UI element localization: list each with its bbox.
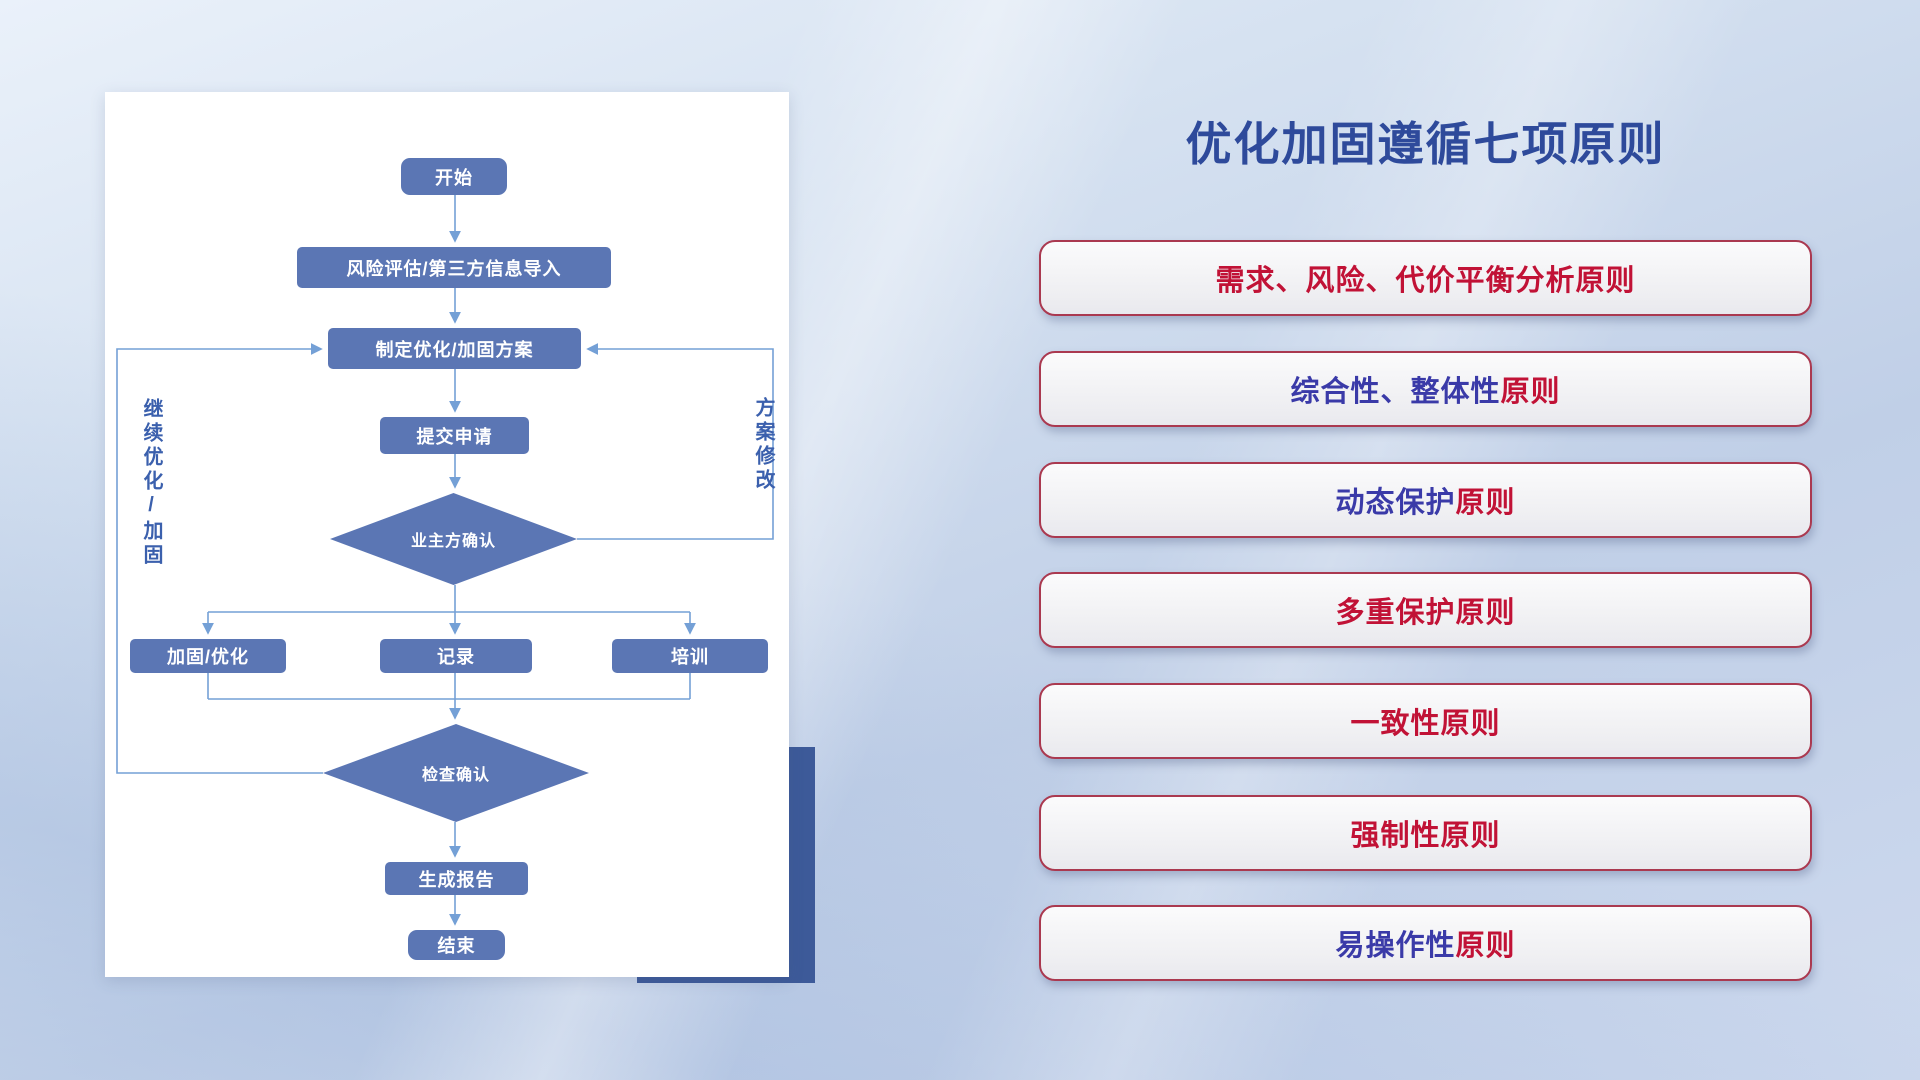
principle-text-red: 多重保护原则 <box>1335 597 1516 629</box>
principle-box: 易操作性原则 <box>1039 905 1812 981</box>
flow-node-submit: 提交申请 <box>380 417 529 454</box>
flow-node-training: 培训 <box>612 639 768 673</box>
flow-node-report: 生成报告 <box>385 862 528 895</box>
flow-loop-label-right: 方案修改 <box>752 397 774 493</box>
principle-text-red: 一致性原则 <box>1350 708 1501 740</box>
principle-text-blue: 综合性、整体性 <box>1290 376 1501 408</box>
flow-node-make-plan: 制定优化/加固方案 <box>328 328 581 369</box>
principle-box: 综合性、整体性原则 <box>1039 351 1812 427</box>
principle-text-red: 原则 <box>1500 376 1561 408</box>
principle-text-red: 原则 <box>1455 487 1516 519</box>
flowchart-panel: 开始 风险评估/第三方信息导入 制定优化/加固方案 提交申请 业主方确认 加固/… <box>105 92 789 977</box>
flow-node-risk-import: 风险评估/第三方信息导入 <box>297 247 611 288</box>
flow-loop-label-left: 继续优化/加固 <box>140 398 162 568</box>
principle-box: 需求、风险、代价平衡分析原则 <box>1039 240 1812 316</box>
flow-node-record: 记录 <box>380 639 532 673</box>
flow-node-start: 开始 <box>401 158 507 195</box>
principle-text-blue: 动态保护 <box>1335 487 1456 519</box>
principle-text-blue: 易操作性 <box>1335 930 1456 962</box>
page-title: 优化加固遵循七项原则 <box>1185 118 1666 170</box>
principle-box: 强制性原则 <box>1039 795 1812 871</box>
principle-box: 一致性原则 <box>1039 683 1812 759</box>
flowchart-connectors <box>116 195 774 926</box>
principle-box: 动态保护原则 <box>1039 462 1812 538</box>
principle-text-red: 需求、风险、代价平衡分析原则 <box>1215 265 1636 297</box>
principle-text-red: 强制性原则 <box>1350 820 1501 852</box>
principle-box: 多重保护原则 <box>1039 572 1812 648</box>
flow-node-harden: 加固/优化 <box>130 639 286 673</box>
flow-node-end: 结束 <box>408 930 505 960</box>
principle-text-red: 原则 <box>1455 930 1516 962</box>
